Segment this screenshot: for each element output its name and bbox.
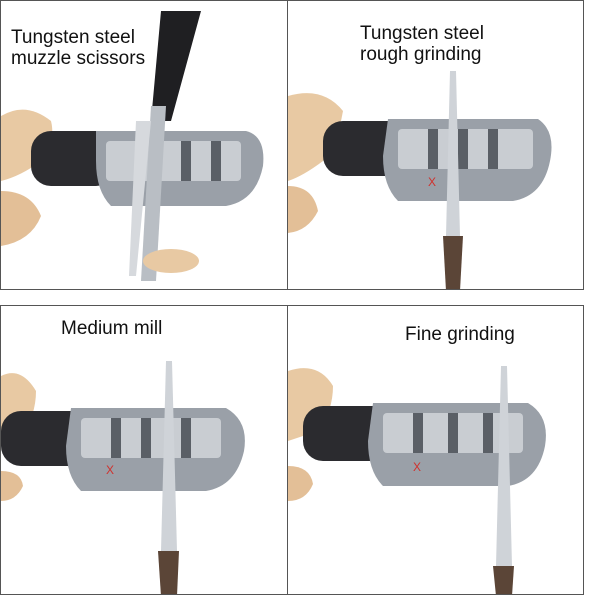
x-marker: X (413, 460, 421, 474)
x-marker: X (428, 175, 436, 189)
sharpener-knife-image: X (288, 366, 546, 594)
sharpener-knife-image: X (288, 71, 552, 289)
sharpener-scissors-image (1, 11, 264, 281)
caption: Fine grinding (405, 324, 515, 345)
sharpener-knife-image: X (1, 361, 245, 594)
panel-fine-grinding: X Fine grinding (287, 305, 584, 595)
caption-line-1: Tungsten steel (11, 27, 135, 48)
panel-scissors: Tungsten steel muzzle scissors (0, 0, 290, 290)
caption-line-2: muzzle scissors (11, 48, 146, 70)
caption-line-1: Tungsten steel (360, 23, 484, 44)
caption-line-2: rough grinding (360, 44, 482, 66)
x-marker: X (106, 463, 114, 477)
caption: Medium mill (61, 318, 162, 339)
caption-line-1: Medium mill (61, 318, 163, 339)
caption-line-1: Fine grinding (405, 324, 515, 345)
caption: Tungsten steel muzzle scissors (11, 27, 145, 70)
panel-medium-mill: X Medium mill (0, 305, 290, 595)
panel-rough-grinding: X Tungsten steel rough grinding (287, 0, 584, 290)
caption: Tungsten steel rough grinding (360, 23, 484, 66)
